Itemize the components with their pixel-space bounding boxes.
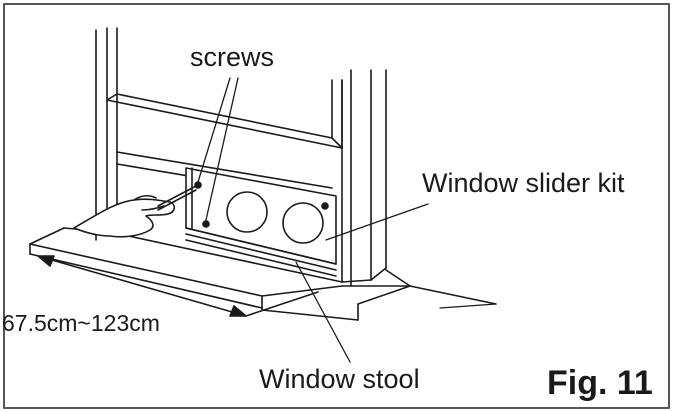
exhaust-hole-right — [283, 203, 323, 243]
window-jamb — [342, 70, 386, 285]
window-stool-label: Window stool — [259, 366, 420, 393]
exhaust-hole-left — [227, 192, 267, 232]
window-slider-kit-label: Window slider kit — [422, 170, 625, 197]
screw-upper — [195, 182, 201, 188]
screw-right — [322, 203, 328, 209]
hand-with-screwdriver — [74, 186, 196, 237]
screws-label: screws — [190, 44, 274, 71]
screw-lower — [203, 221, 209, 227]
figure-caption: Fig. 11 — [547, 366, 653, 400]
width-range-label: 67.5cm~123cm — [2, 312, 160, 335]
